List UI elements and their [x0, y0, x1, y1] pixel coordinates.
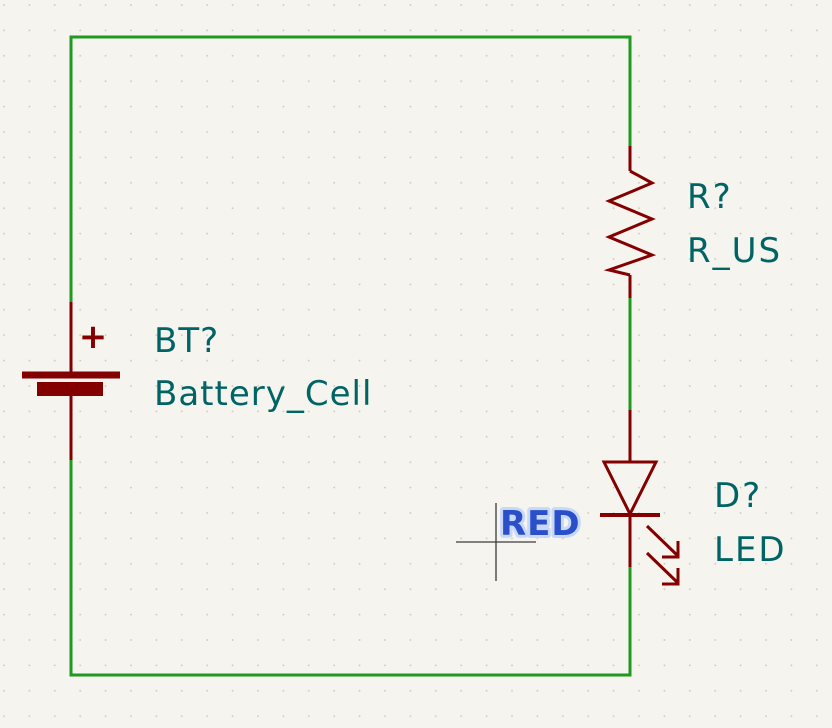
led-reference[interactable]: D? [714, 476, 762, 516]
led-value[interactable]: LED [714, 530, 787, 570]
battery-reference[interactable]: BT? [154, 321, 219, 361]
crosshair-cursor-icon [456, 503, 536, 581]
net-label-text[interactable]: RED [500, 504, 581, 544]
led-emission-arrow-2 [645, 551, 680, 585]
led-triangle [601, 460, 659, 518]
resistor-reference[interactable]: R? [687, 177, 733, 217]
net-label[interactable]: RED RED [497, 501, 583, 547]
led-emission-arrowhead-1 [662, 541, 680, 559]
battery-value[interactable]: Battery_Cell [154, 374, 372, 414]
led-symbol[interactable] [600, 410, 680, 586]
battery-symbol[interactable]: + [22, 302, 120, 460]
net-label-highlight: RED [500, 504, 581, 544]
led-emission-arrow-1 [645, 524, 680, 558]
resistor-zigzag [603, 169, 657, 277]
battery-plate-short [37, 382, 103, 396]
led-emission-arrowhead-2 [662, 568, 680, 586]
battery-polarity-plus-icon: + [79, 317, 108, 357]
resistor-symbol[interactable] [603, 146, 657, 298]
resistor-value[interactable]: R_US [687, 231, 782, 271]
